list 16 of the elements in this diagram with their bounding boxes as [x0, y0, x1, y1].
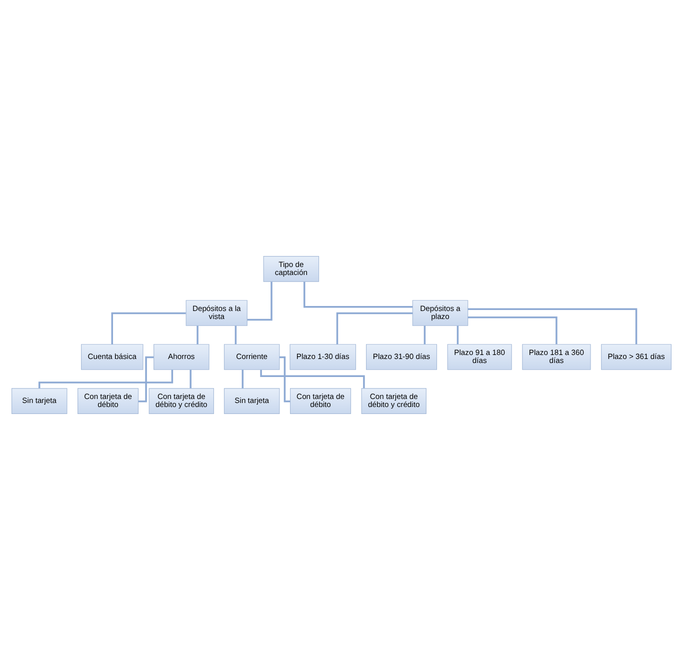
- connector: [234, 325, 237, 344]
- connector: [196, 325, 198, 344]
- connector: [456, 325, 459, 344]
- connector: [468, 308, 638, 344]
- connector: [111, 312, 186, 344]
- connector: [38, 369, 174, 388]
- connector: [424, 325, 426, 344]
- connector: [242, 369, 244, 388]
- connector: [247, 281, 272, 320]
- connector: [138, 356, 154, 402]
- connector: [468, 316, 558, 344]
- connector: [304, 281, 413, 308]
- connector: [336, 312, 413, 344]
- connector: [190, 369, 192, 388]
- connector: [279, 356, 290, 402]
- connector: [260, 369, 365, 388]
